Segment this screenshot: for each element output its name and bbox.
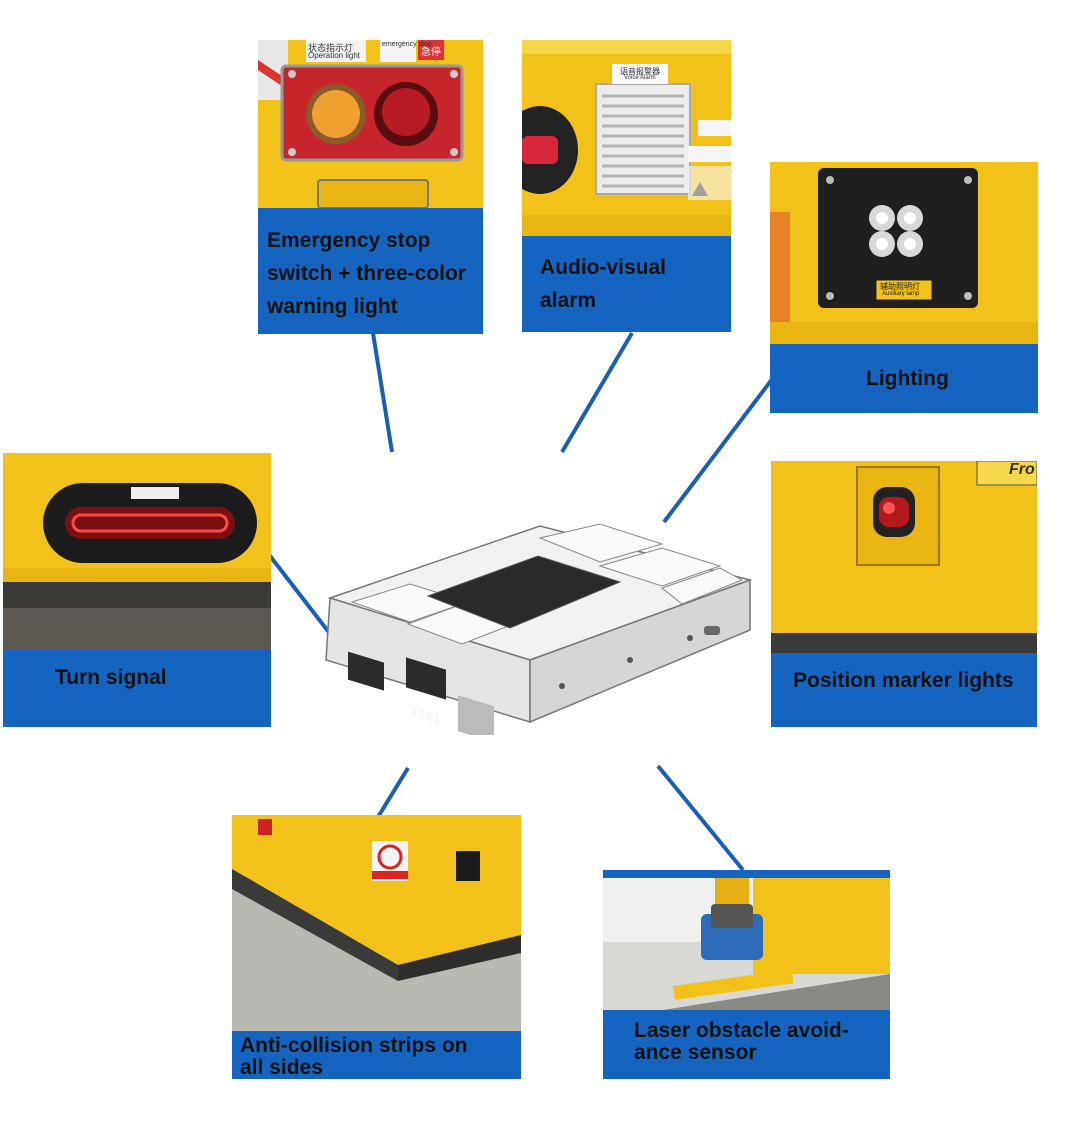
panel-lighting: 辅助照明灯 Auxiliary lamp Lighting <box>770 162 1038 413</box>
photo-turn-signal <box>3 453 271 650</box>
lighting-plate-en: Auxiliary lamp <box>882 291 920 297</box>
photo-emergency-stop: 状态指示灯 Operation light emergency stop 急停 <box>258 40 483 208</box>
emergency-cn: 急停 <box>421 47 441 58</box>
label-audio-line-2: alarm <box>540 289 597 312</box>
connector-lighting <box>662 376 775 524</box>
audio-alarm-illustration <box>522 40 731 236</box>
label-marker-line-1: Position marker lights <box>793 669 1014 692</box>
connector-anticollision <box>376 766 410 819</box>
label-audio-line-1: Audio-visual <box>540 256 667 279</box>
panel-position-marker: Fro Position marker lights <box>771 461 1037 727</box>
label-emergency-line-3: warning light <box>267 295 398 318</box>
label-anticollision-line-2: all sides <box>240 1056 323 1079</box>
panel-emergency-stop: 状态指示灯 Operation light emergency stop 急停 … <box>258 40 483 334</box>
emergency-en: emergency stop <box>382 41 432 48</box>
label-laser-line-2: ance sensor <box>634 1041 757 1064</box>
agv-vehicle-drawing: 1201 <box>325 523 753 735</box>
label-laser-sensor: Laser obstacle avoid- ance sensor <box>603 1010 890 1079</box>
connector-audio <box>560 331 634 454</box>
voice-alarm-plate-cn: 语音报警器 <box>620 67 660 76</box>
label-audio-alarm: Audio-visual alarm <box>522 236 731 332</box>
marker-partial-text: Fro <box>1009 461 1035 478</box>
operation-light-en: Operation light <box>308 51 361 60</box>
panel-audio-alarm: 语音报警器 Voice Alarm Audio-visual alarm <box>522 40 731 332</box>
anti-collision-illustration <box>232 815 521 1031</box>
label-anti-collision: Anti-collision strips on all sides <box>232 1031 521 1079</box>
label-emergency-line-2: switch + three-color <box>267 262 466 285</box>
label-position-marker: Position marker lights <box>771 653 1037 727</box>
panel-turn-signal: Turn signal <box>3 453 271 727</box>
label-turn-line-1: Turn signal <box>55 666 167 689</box>
label-anticollision-line-1: Anti-collision strips on <box>240 1034 468 1057</box>
connector-emergency <box>371 332 394 453</box>
photo-laser-sensor <box>603 870 890 1010</box>
vehicle-center-plate <box>426 555 622 629</box>
vehicle-side-face <box>529 578 751 724</box>
lighting-plate-cn: 辅助照明灯 <box>880 282 920 291</box>
panel-laser-sensor: Laser obstacle avoid- ance sensor <box>603 870 890 1079</box>
label-emergency-line-1: Emergency stop <box>267 229 431 252</box>
label-lighting: Lighting <box>770 344 1038 413</box>
vehicle-display-text: 1201 <box>410 704 441 728</box>
voice-alarm-plate-en: Voice Alarm <box>624 75 656 81</box>
photo-anti-collision <box>232 815 521 1031</box>
lighting-illustration <box>770 162 1038 344</box>
connector-laser <box>656 764 745 872</box>
emergency-stop-illustration <box>258 40 483 208</box>
photo-audio-alarm: 语音报警器 Voice Alarm <box>522 40 731 236</box>
operation-light-cn: 状态指示灯 <box>308 43 354 53</box>
position-marker-illustration <box>771 461 1037 653</box>
label-lighting-line-1: Lighting <box>866 367 949 390</box>
turn-signal-illustration <box>3 453 271 650</box>
label-emergency-stop: Emergency stop switch + three-color warn… <box>258 208 483 334</box>
label-turn-signal: Turn signal <box>3 650 271 727</box>
photo-position-marker: Fro <box>771 461 1037 653</box>
photo-lighting: 辅助照明灯 Auxiliary lamp <box>770 162 1038 344</box>
label-laser-line-1: Laser obstacle avoid- <box>634 1019 849 1042</box>
panel-anti-collision: Anti-collision strips on all sides <box>232 815 521 1079</box>
laser-sensor-illustration <box>603 870 890 1010</box>
